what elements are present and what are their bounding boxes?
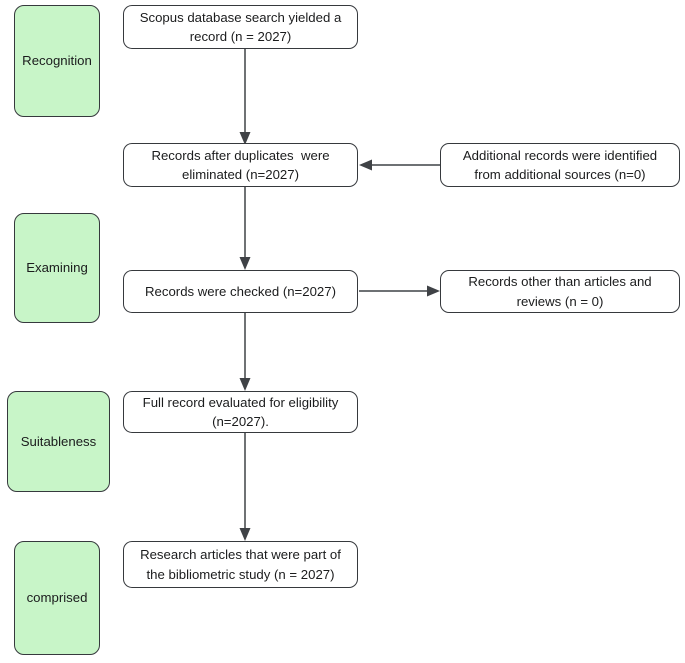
stage-recognition: Recognition xyxy=(14,5,100,117)
edge-identification-to-duplicates xyxy=(239,49,251,145)
edge-checked-to-eligibility xyxy=(239,313,251,391)
edge-duplicates-to-checked xyxy=(239,187,251,270)
node-excluded-nonarticles: Records other than articles and reviews … xyxy=(440,270,680,313)
node-additional-records: Additional records were identified from … xyxy=(440,143,680,187)
node-after-duplicates: Records after duplicates were eliminated… xyxy=(123,143,358,187)
node-identification: Scopus database search yielded a record … xyxy=(123,5,358,49)
edge-additional-to-duplicates xyxy=(359,159,440,171)
edge-checked-to-excluded xyxy=(359,285,440,297)
edge-eligibility-to-included xyxy=(239,433,251,541)
stage-suitableness: Suitableness xyxy=(7,391,110,492)
node-full-record-eligibility: Full record evaluated for eligibility (n… xyxy=(123,391,358,433)
node-records-checked: Records were checked (n=2027) xyxy=(123,270,358,313)
node-included-studies: Research articles that were part of the … xyxy=(123,541,358,588)
stage-examining: Examining xyxy=(14,213,100,323)
stage-comprised: comprised xyxy=(14,541,100,655)
